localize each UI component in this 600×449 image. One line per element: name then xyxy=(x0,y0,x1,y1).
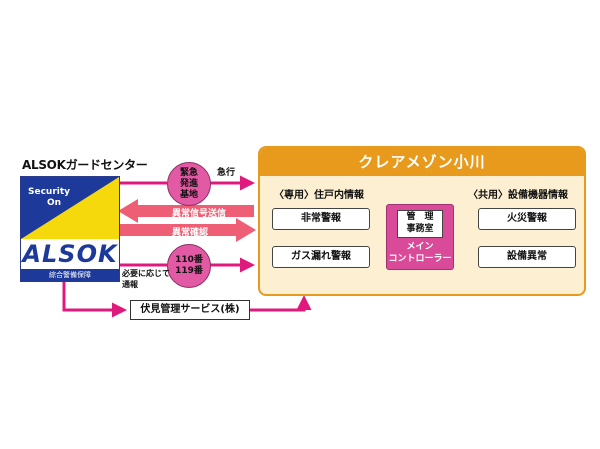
dispatch-base-circle: 緊急 発進 基地 xyxy=(167,162,211,206)
dispatch-circle-line1: 緊急 xyxy=(179,167,198,178)
notify-label-line2: 通報 xyxy=(122,280,138,289)
logo-line2: On xyxy=(47,198,62,208)
logo-brand: ALSOK xyxy=(21,239,119,269)
logo-sub: 綜合警備保障 xyxy=(21,269,119,281)
management-office-label: 管 理 事務室 xyxy=(397,210,443,238)
fire-alarm-box: 火災警報 xyxy=(478,208,576,230)
management-company-box: 伏見管理サービス(株) xyxy=(130,300,250,320)
building-panel: クレアメゾン小川 〈専用〉住戸内情報 〈共用〉設備機器情報 非常警報 ガス漏れ警… xyxy=(258,146,586,296)
management-office: 管 理 事務室 メイン コントローラー xyxy=(386,204,454,270)
private-section-title: 〈専用〉住戸内情報 xyxy=(274,190,364,201)
logo-line1: Security xyxy=(28,187,71,197)
alsok-logo: Security On ALSOK 綜合警備保障 xyxy=(20,176,120,282)
gas-leak-alarm-box: ガス漏れ警報 xyxy=(272,246,370,268)
emergency-alarm-box: 非常警報 xyxy=(272,208,370,230)
main-controller-line2: コントローラー xyxy=(388,254,452,264)
confirm-band xyxy=(120,218,256,242)
phone-circle-line2: 119番 xyxy=(175,266,203,276)
confirm-label: 異常確認 xyxy=(172,228,209,238)
signal-label: 異常信号送信 xyxy=(172,209,227,219)
management-line2: 事務室 xyxy=(406,224,434,234)
management-line1: 管 理 xyxy=(406,212,434,222)
company-line xyxy=(62,282,127,318)
dispatch-circle-line2: 発進 xyxy=(179,178,198,189)
company-to-panel-line xyxy=(250,295,312,312)
phone-circle: 110番 119番 xyxy=(167,244,211,288)
notify-label-line1: 必要に応じて xyxy=(122,269,170,278)
center-title: ALSOKガードセンター xyxy=(22,158,148,172)
dispatch-label: 急行 xyxy=(217,168,236,178)
dispatch-circle-line3: 基地 xyxy=(179,189,198,200)
common-section-title: 〈共用〉設備機器情報 xyxy=(468,190,568,201)
signal-band xyxy=(118,199,254,223)
equipment-fault-box: 設備異常 xyxy=(478,246,576,268)
phone-circle-line1: 110番 xyxy=(175,255,203,265)
building-title: クレアメゾン小川 xyxy=(260,148,584,176)
main-controller-line1: メイン xyxy=(406,242,434,252)
logo-graphic xyxy=(21,177,119,239)
